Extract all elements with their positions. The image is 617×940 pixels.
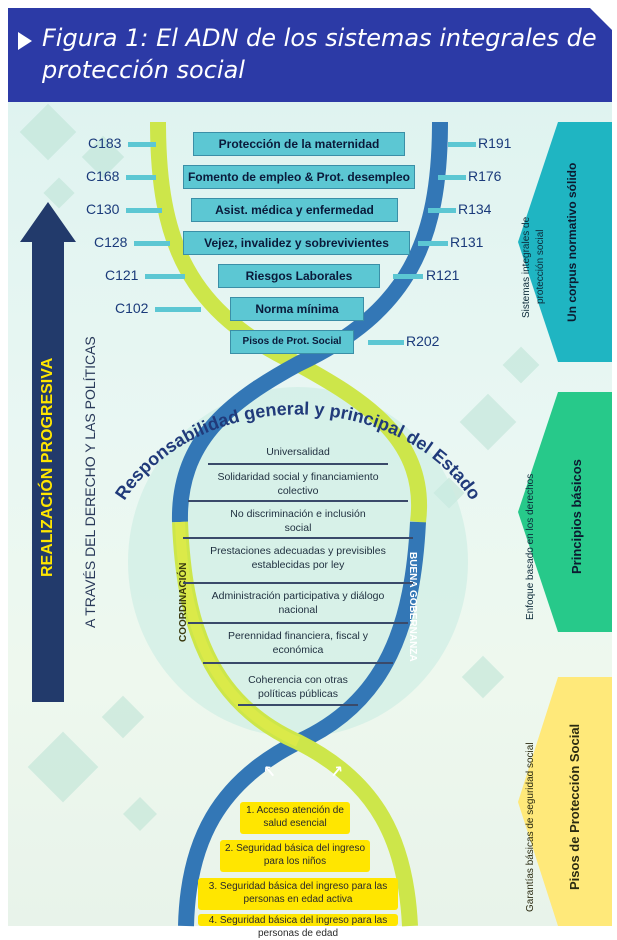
guarantee-item: 3. Seguridad básica del ingreso para las… bbox=[198, 878, 398, 910]
side-title: Un corpus normativo sólido bbox=[565, 162, 579, 322]
principle-divider bbox=[208, 463, 388, 465]
rung-medical: Asist. médica y enfermedad bbox=[191, 198, 398, 222]
right-code: R202 bbox=[406, 333, 440, 349]
code-connector bbox=[134, 241, 170, 246]
progressive-arrow bbox=[20, 202, 76, 702]
principle-divider bbox=[188, 500, 408, 502]
strand-label-governance: BUENA GOBERNANZA bbox=[407, 552, 418, 662]
code-connector bbox=[448, 142, 476, 147]
side-subtitle: Enfoque basado en los derechos bbox=[525, 473, 536, 621]
principle-divider bbox=[183, 582, 413, 584]
code-connector bbox=[418, 241, 448, 246]
principle-item: Prestaciones adecuadas y previsibles est… bbox=[210, 545, 386, 571]
guarantee-item: 1. Acceso atención de salud esencial bbox=[240, 802, 350, 834]
code-connector bbox=[126, 208, 162, 213]
rung-work-risks: Riesgos Laborales bbox=[218, 264, 380, 288]
code-connector bbox=[145, 274, 185, 279]
principle-item: Solidaridad social y financiamiento cole… bbox=[217, 471, 379, 497]
arc-label: Responsabilidad general y principal del … bbox=[111, 398, 485, 503]
rung-social-floors: Pisos de Prot. Social bbox=[230, 330, 354, 354]
dna-helix bbox=[128, 121, 468, 927]
left-code: C102 bbox=[115, 300, 149, 316]
right-code: R121 bbox=[426, 267, 460, 283]
left-code: C168 bbox=[86, 168, 120, 184]
code-connector bbox=[128, 142, 156, 147]
left-code: C128 bbox=[94, 234, 128, 250]
principle-item: Coherencia con otras políticas públicas bbox=[248, 674, 348, 700]
side-title: Principios básicos bbox=[569, 459, 584, 575]
side-title: Pisos de Protección Social bbox=[567, 723, 582, 891]
progressive-label: REALIZACIÓN PROGRESIVA bbox=[39, 357, 56, 577]
header-corner bbox=[590, 8, 612, 30]
right-code: R131 bbox=[450, 234, 484, 250]
principle-divider bbox=[203, 662, 393, 664]
dna-diagram: Protección de la maternidad Fomento de e… bbox=[8, 102, 612, 939]
rung-maternity: Protección de la maternidad bbox=[193, 132, 405, 156]
rung-minimum-norm: Norma mínima bbox=[230, 297, 364, 321]
code-connector bbox=[428, 208, 456, 213]
figure-header: Figura 1: El ADN de los sistemas integra… bbox=[8, 8, 612, 102]
side-panels bbox=[518, 122, 612, 926]
header-triangle-icon bbox=[18, 32, 32, 50]
left-code: C183 bbox=[88, 135, 122, 151]
rung-old-age: Vejez, invalidez y sobrevivientes bbox=[183, 231, 410, 255]
code-connector bbox=[438, 175, 466, 180]
rung-employment: Fomento de empleo & Prot. desempleo bbox=[183, 165, 415, 189]
code-connector bbox=[368, 340, 404, 345]
principle-divider bbox=[188, 622, 408, 624]
right-code: R134 bbox=[458, 201, 492, 217]
guarantee-item: 2. Seguridad básica del ingreso para los… bbox=[220, 840, 370, 872]
right-code: R191 bbox=[478, 135, 512, 151]
figure-title: Figura 1: El ADN de los sistemas integra… bbox=[42, 24, 597, 84]
left-code: C130 bbox=[86, 201, 120, 217]
side-subtitle: Garantías básicas de seguridad social bbox=[525, 742, 536, 912]
code-connector bbox=[126, 175, 156, 180]
principle-item: Universalidad bbox=[266, 446, 330, 458]
principle-item: No discriminación e inclusión social bbox=[230, 508, 366, 534]
guarantee-item: 4. Seguridad básica del ingreso para las… bbox=[198, 914, 398, 939]
code-connector bbox=[393, 274, 423, 279]
principle-divider bbox=[238, 704, 358, 706]
left-code: C121 bbox=[105, 267, 139, 283]
progressive-sublabel: A TRAVÉS DEL DERECHO Y LAS POLÍTICAS bbox=[82, 336, 98, 628]
right-code: R176 bbox=[468, 168, 502, 184]
principle-item: Perennidad financiera, fiscal y económic… bbox=[227, 630, 369, 656]
principle-divider bbox=[183, 537, 413, 539]
code-connector bbox=[155, 307, 201, 312]
principle-item: Administración participativa y diálogo n… bbox=[211, 590, 385, 616]
side-subtitle: Sistemas integrales de protección social bbox=[521, 216, 546, 318]
